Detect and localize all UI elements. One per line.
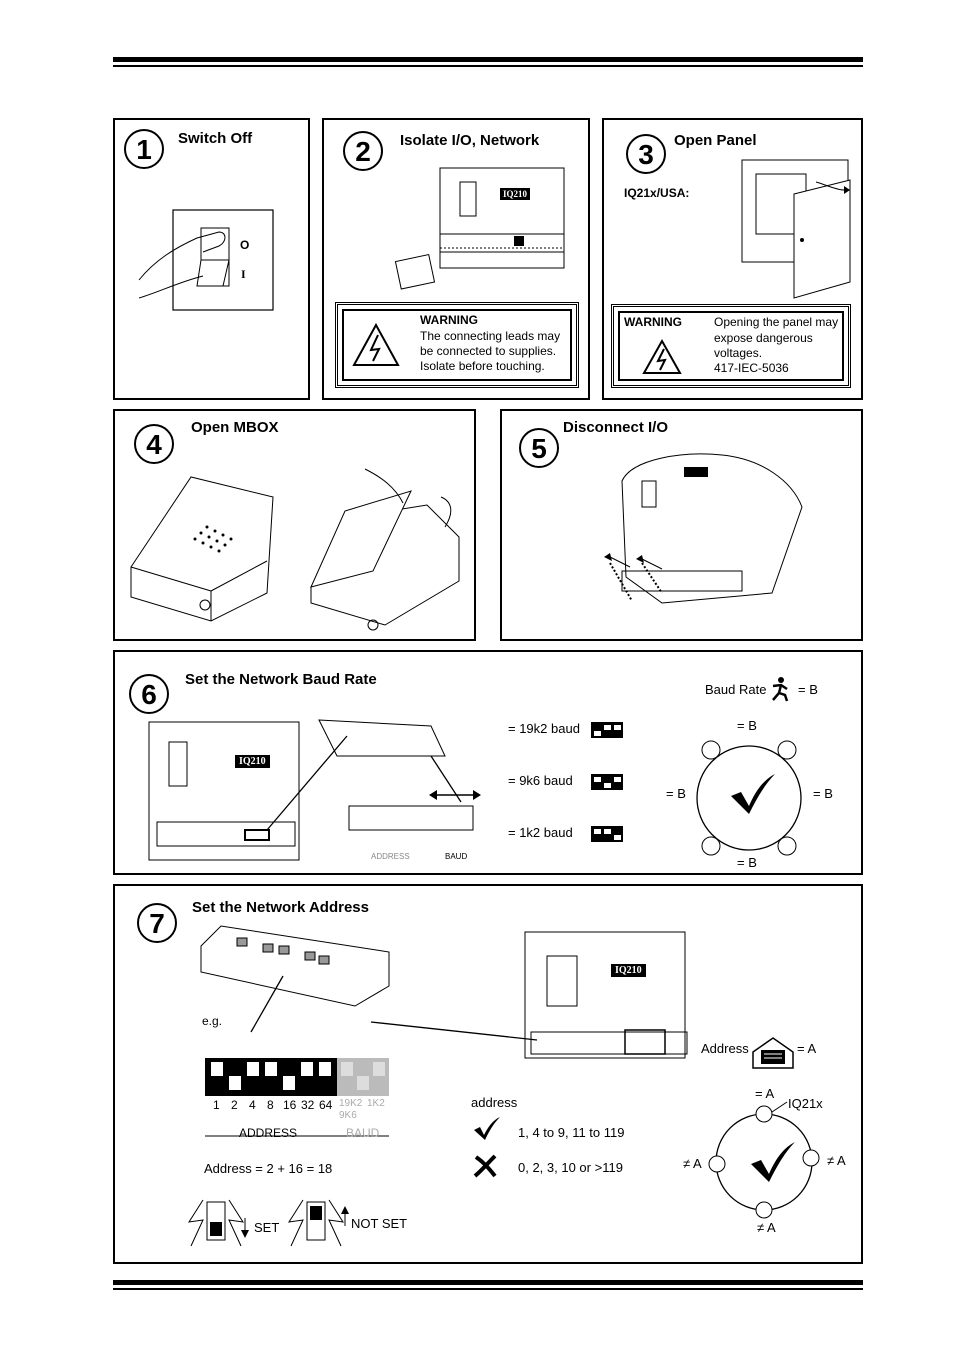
device-label: IQ210 bbox=[235, 755, 270, 768]
warning-box: WARNING The connecting leads may be conn… bbox=[335, 302, 579, 388]
baud-switch-9k6: 9K6 bbox=[339, 1110, 357, 1121]
valid-addresses: 1, 4 to 9, 11 to 119 bbox=[518, 1125, 625, 1140]
address-switch-4: 4 bbox=[249, 1098, 256, 1112]
ring-right: = B bbox=[813, 786, 833, 801]
ring-left: = B bbox=[666, 786, 686, 801]
panel-baud-rate: 6 Set the Network Baud Rate IQ210 ADDRES… bbox=[113, 650, 863, 875]
baud-switch-diagrams bbox=[591, 722, 623, 842]
cross-icon bbox=[473, 1154, 497, 1178]
top-rule-thin bbox=[113, 65, 863, 67]
address-example: Address = 2 + 16 = 18 bbox=[204, 1161, 333, 1176]
address-switch-64: 64 bbox=[319, 1098, 333, 1112]
hazard-triangle-icon bbox=[642, 338, 682, 374]
running-man-icon bbox=[772, 677, 789, 702]
example-label: e.g. bbox=[202, 1014, 223, 1028]
mbox-illustration bbox=[130, 468, 460, 631]
panel-subtitle: IQ21x/USA: bbox=[624, 186, 690, 200]
warning-line: 417-IEC-5036 bbox=[714, 361, 789, 375]
panel-title: Switch Off bbox=[178, 130, 253, 147]
panel-open-panel: 3 Open Panel IQ21x/USA: WARNING Opening … bbox=[602, 118, 863, 400]
baud-device-illustration bbox=[148, 719, 481, 861]
step-number: 4 bbox=[134, 424, 174, 464]
switch-on-mark: I bbox=[241, 267, 246, 281]
address-switch-2: 2 bbox=[231, 1098, 238, 1112]
address-ring bbox=[708, 1101, 820, 1219]
dip-address-label: ADDRESS bbox=[371, 852, 410, 861]
warning-line: expose dangerous bbox=[714, 331, 813, 345]
ring-bottom: = B bbox=[737, 855, 757, 870]
baud-rate-label: Baud Rate bbox=[705, 682, 767, 697]
warning-line: voltages. bbox=[714, 346, 763, 360]
bottom-rule-thin bbox=[113, 1288, 863, 1290]
envelope-icon bbox=[752, 1037, 794, 1069]
wall-switch-illustration bbox=[138, 209, 274, 311]
step-number: 6 bbox=[129, 674, 169, 714]
dip-address-label: ADDRESS bbox=[239, 1126, 298, 1140]
not-set-label: NOT SET bbox=[351, 1216, 408, 1231]
baud-option-1k2: = 1k2 baud bbox=[508, 825, 573, 840]
set-not-set-illustration bbox=[187, 1199, 349, 1247]
panel-title: Set the Network Address bbox=[192, 899, 369, 916]
address-switch-1: 1 bbox=[213, 1098, 220, 1112]
baud-option-9k6: = 9k6 baud bbox=[508, 773, 573, 788]
warning-box: WARNING Opening the panel may expose dan… bbox=[611, 304, 851, 388]
check-icon bbox=[751, 1142, 795, 1182]
address-heading: address bbox=[471, 1095, 518, 1110]
device-label: IQ210 bbox=[611, 964, 646, 977]
panel-title: Disconnect I/O bbox=[563, 419, 669, 436]
warning-line: Isolate before touching. bbox=[420, 359, 545, 373]
panel-open-mbox: 4 Open MBOX bbox=[113, 409, 476, 641]
step-number: 3 bbox=[626, 134, 666, 174]
address-label: Address bbox=[701, 1041, 749, 1056]
baud-switch-1k2: 1K2 bbox=[367, 1098, 385, 1109]
panel-title: Open Panel bbox=[674, 132, 757, 149]
address-eq: = A bbox=[797, 1041, 817, 1056]
warning-line: The connecting leads may bbox=[420, 329, 561, 343]
warning-label: WARNING bbox=[420, 313, 478, 327]
controller-illustration bbox=[394, 167, 565, 290]
panel-title: Open MBOX bbox=[191, 419, 279, 436]
ring-top: = B bbox=[737, 718, 757, 733]
cabinet-illustration bbox=[741, 159, 851, 299]
step-number: 2 bbox=[343, 131, 383, 171]
ring-left: ≠ A bbox=[683, 1156, 702, 1171]
ring-top: = A bbox=[755, 1086, 775, 1101]
warning-line: be connected to supplies. bbox=[420, 344, 557, 358]
step-number: 1 bbox=[124, 129, 164, 169]
invalid-addresses: 0, 2, 3, 10 or >119 bbox=[518, 1160, 623, 1175]
ring-bottom: ≠ A bbox=[757, 1220, 776, 1235]
address-illustration bbox=[200, 925, 688, 1137]
panel-disconnect-io: 5 Disconnect I/O bbox=[500, 409, 863, 641]
panel-network-address: 7 Set the Network Address e.g. IQ210 1 2… bbox=[113, 884, 863, 1264]
address-switch-8: 8 bbox=[267, 1098, 274, 1112]
check-icon bbox=[474, 1117, 500, 1140]
warning-label: WARNING bbox=[624, 315, 682, 329]
set-label: SET bbox=[254, 1220, 280, 1235]
baud-rate-eq: = B bbox=[798, 682, 818, 697]
hazard-triangle-icon bbox=[352, 322, 400, 366]
panel-switch-off: 1 Switch Off O I bbox=[113, 118, 310, 400]
step-number: 7 bbox=[137, 903, 177, 943]
baud-option-19k2: = 19k2 baud bbox=[508, 721, 580, 736]
warning-line: Opening the panel may bbox=[714, 315, 839, 329]
address-switch-16: 16 bbox=[283, 1098, 297, 1112]
bottom-rule-thick bbox=[113, 1280, 863, 1285]
baud-switch-19k2: 19K2 bbox=[339, 1098, 363, 1109]
io-disconnect-illustration bbox=[604, 453, 803, 604]
step-number: 5 bbox=[519, 428, 559, 468]
check-icon bbox=[731, 774, 775, 814]
panel-title: Set the Network Baud Rate bbox=[185, 671, 377, 688]
top-rule-thick bbox=[113, 57, 863, 62]
address-switch-32: 32 bbox=[301, 1098, 315, 1112]
switch-off-mark: O bbox=[240, 238, 250, 252]
dip-baud-label: BAUD bbox=[346, 1126, 380, 1140]
ring-device-label: IQ21x bbox=[788, 1096, 823, 1111]
dip-baud-label: BAUD bbox=[445, 852, 468, 861]
ring-right: ≠ A bbox=[827, 1153, 846, 1168]
panel-title: Isolate I/O, Network bbox=[400, 132, 540, 149]
panel-isolate-io: 2 Isolate I/O, Network IQ210 WARNING The… bbox=[322, 118, 590, 400]
network-ring bbox=[696, 740, 802, 856]
device-label: IQ210 bbox=[500, 188, 531, 200]
